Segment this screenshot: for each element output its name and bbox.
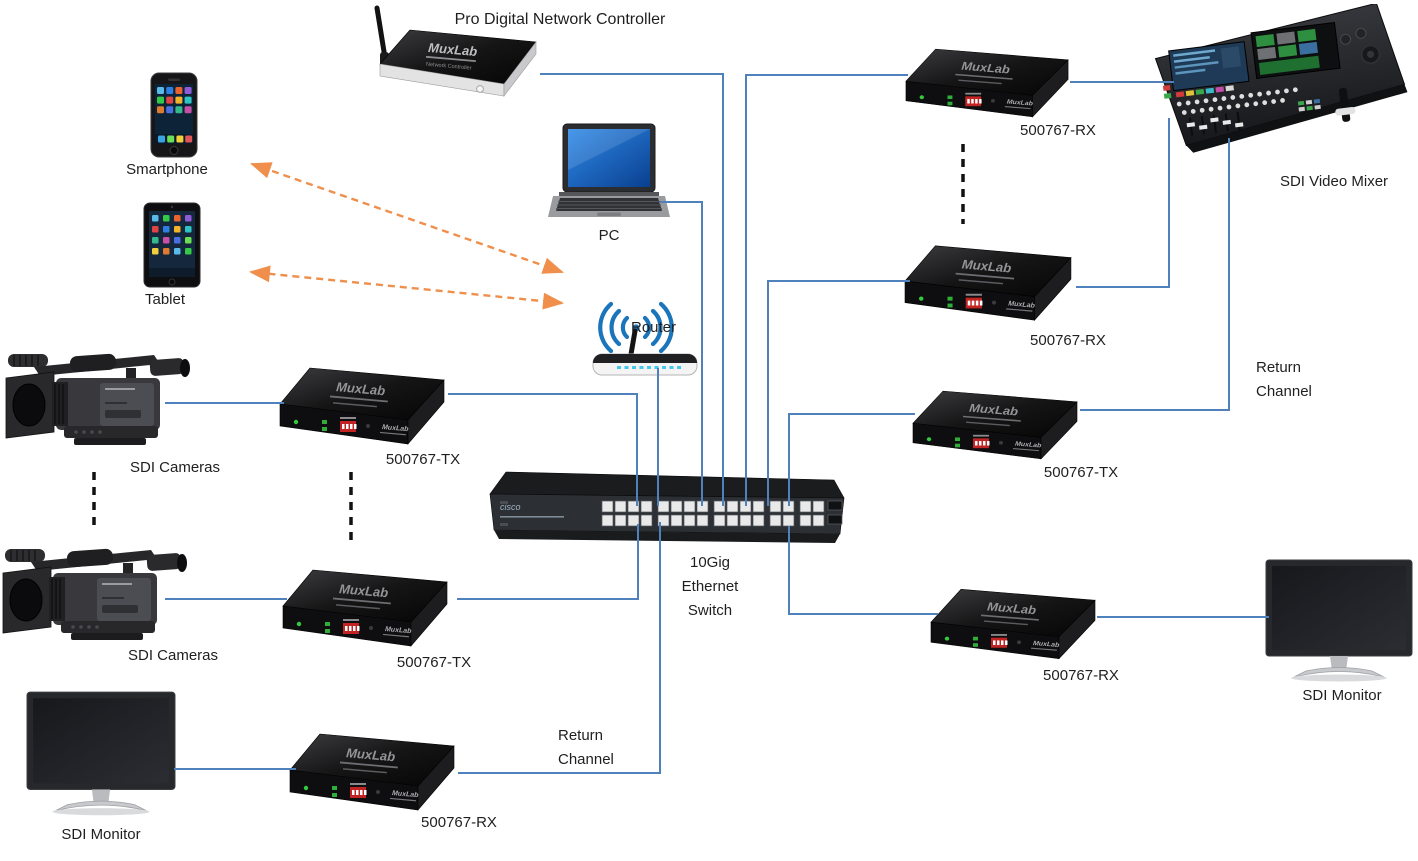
wireless-router-to-smartphone [250, 162, 564, 274]
cable-mixer-to-tx-return [1080, 138, 1230, 411]
tx-return-device [911, 384, 1083, 466]
rx-mid-label: 500767-RX [1030, 332, 1106, 349]
ethernet-switch-label: 10Gig Ethernet Switch [681, 554, 739, 619]
return-channel-right-label: Return Channel [1256, 359, 1312, 400]
muxlab-box-icon [911, 384, 1083, 466]
rx-monitor-right-device [929, 582, 1101, 666]
tablet-label: Tablet [144, 291, 186, 308]
rx-monitor-right-label: 500767-RX [1043, 667, 1119, 684]
monitor-right-label: SDI Monitor [1302, 687, 1382, 704]
monitor-icon [25, 690, 177, 822]
ethernet-switch-device [484, 468, 846, 550]
rx-top-label: 500767-RX [1020, 122, 1096, 139]
video-mixer-label: SDI Video Mixer [1279, 173, 1389, 190]
switch-icon [484, 468, 846, 550]
rx-monitor-left-label: 500767-RX [421, 814, 497, 831]
tx-return-label: 500767-TX [1043, 464, 1119, 481]
sdi-camera-bottom-device [1, 535, 191, 653]
video-mixer-icon [1146, 4, 1410, 164]
muxlab-box-icon [288, 726, 460, 818]
controller-label: Pro Digital Network Controller [454, 11, 666, 28]
rx-top-device [904, 42, 1074, 124]
pc-label: PC [598, 227, 620, 244]
smartphone-device [150, 72, 198, 158]
sdi-monitor-left-device [25, 690, 177, 822]
monitor-icon [1264, 558, 1414, 688]
return-channel-bottom-label: Return Channel [558, 727, 614, 768]
tablet-icon [143, 202, 201, 288]
rx-monitor-left-device [288, 726, 460, 818]
muxlab-box-icon [281, 562, 453, 654]
sdi-monitor-right-device [1264, 558, 1414, 688]
monitor-left-label: SDI Monitor [61, 826, 141, 843]
tablet-device [143, 202, 201, 288]
cable-switch-to-rx-top [745, 74, 908, 506]
tx-camera-bottom-device [281, 562, 453, 654]
wireless-links [248, 162, 565, 310]
tx-camera-top-device [278, 360, 450, 452]
muxlab-box-icon [929, 582, 1101, 666]
muxlab-box-icon [903, 238, 1077, 328]
rx-mid-device [903, 238, 1077, 328]
camera-icon [1, 535, 191, 653]
smartphone-icon [150, 72, 198, 158]
tx-camera-top-label: 500767-TX [385, 451, 461, 468]
smartphone-label: Smartphone [126, 161, 208, 178]
laptop-icon [545, 122, 670, 224]
tx-camera-bottom-label: 500767-TX [396, 654, 472, 671]
camera-top-label: SDI Cameras [129, 459, 221, 476]
sdi-video-mixer-device [1146, 4, 1410, 164]
sdi-camera-top-device [4, 340, 194, 458]
wireless-router-to-tablet [248, 265, 565, 310]
muxlab-box-icon [904, 42, 1074, 124]
pc-device [545, 122, 670, 224]
muxlab-box-icon [278, 360, 450, 452]
router-label: Router [631, 319, 677, 336]
camera-icon [4, 340, 194, 458]
camera-bottom-label: SDI Cameras [127, 647, 219, 664]
